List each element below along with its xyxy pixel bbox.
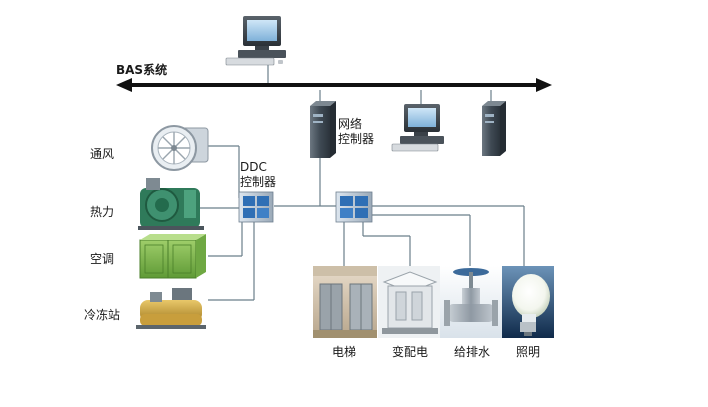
top-workstation-icon [225, 16, 286, 66]
ddc-controller-label-line2: 控制器 [240, 175, 277, 189]
left-device-label-air-conditioning: 空调 [90, 252, 115, 266]
chiller-icon [136, 288, 206, 329]
left-device-label-ventilation: 通风 [90, 147, 115, 161]
boiler-icon [138, 178, 204, 230]
right-workstation-icon [391, 104, 444, 152]
substation-icon [378, 266, 440, 338]
light-bulb-icon [502, 266, 554, 338]
server-tower-icon [482, 101, 506, 156]
ddc-controller-right-icon [335, 191, 373, 223]
ddc-controller-label-line1: DDC [240, 160, 267, 174]
bottom-device-label-power-distribution: 变配电 [392, 345, 429, 359]
bus-left-arrowhead [116, 78, 132, 92]
bottom-device-label-lighting: 照明 [516, 345, 541, 359]
network-controller-icon [310, 101, 336, 158]
bottom-device-label-elevator: 电梯 [332, 345, 357, 359]
fan-icon [151, 125, 209, 171]
bas-bus-line [116, 78, 552, 92]
network-controller-label-line1: 网络 [338, 117, 363, 131]
ac-unit-icon [139, 234, 206, 279]
wiring [200, 62, 525, 301]
elevator-icon [313, 266, 377, 338]
left-device-label-heating: 热力 [90, 205, 115, 219]
bus-label: BAS系统 [116, 63, 168, 77]
bottom-device-label-water-supply-drainage: 给排水 [454, 345, 491, 359]
valve-icon [440, 266, 502, 338]
bus-right-arrowhead [536, 78, 552, 92]
ddc-controller-left-icon [238, 191, 274, 223]
network-controller-label-line2: 控制器 [338, 132, 375, 146]
left-device-label-cold-station: 冷冻站 [84, 308, 121, 322]
